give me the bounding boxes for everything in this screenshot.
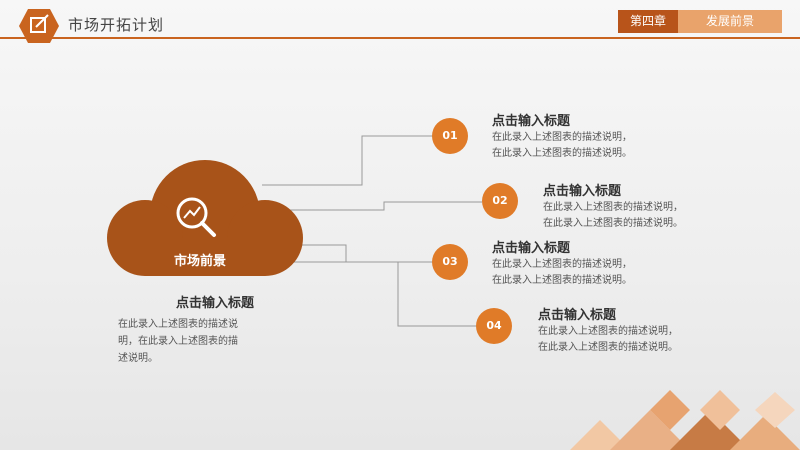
item-title: 点击输入标题 [543, 184, 622, 199]
item-desc-line: 在此录入上述图表的描述说明， [543, 202, 683, 213]
cloud-shape [107, 160, 303, 276]
search-chart-icon [176, 197, 216, 237]
tab-section[interactable]: 发展前景 [678, 10, 782, 33]
item-desc-line: 在此录入上述图表的描述说明。 [538, 342, 678, 353]
item-desc-line: 在此录入上述图表的描述说明， [492, 259, 632, 270]
item-desc: 在此录入上述图表的描述说明， 在此录入上述图表的描述说明。 [538, 324, 678, 356]
left-desc-line: 在此录入上述图表的描述说 [118, 319, 238, 330]
item-title: 点击输入标题 [492, 114, 571, 129]
item-desc-line: 在此录入上述图表的描述说明。 [492, 275, 632, 286]
item-desc-line: 在此录入上述图表的描述说明， [492, 132, 632, 143]
left-desc-line: 述说明。 [118, 353, 158, 364]
item-desc-line: 在此录入上述图表的描述说明。 [543, 218, 683, 229]
item-desc-line: 在此录入上述图表的描述说明。 [492, 148, 632, 159]
item-number-badge: 01 [432, 118, 468, 154]
item-desc: 在此录入上述图表的描述说明， 在此录入上述图表的描述说明。 [492, 130, 632, 162]
item-title: 点击输入标题 [538, 308, 617, 323]
decorative-diamonds [570, 390, 800, 450]
cloud-label: 市场前景 [173, 254, 226, 269]
page-title: 市场开拓计划 [68, 16, 165, 34]
item-desc: 在此录入上述图表的描述说明， 在此录入上述图表的描述说明。 [543, 200, 683, 232]
item-number-badge: 04 [476, 308, 512, 344]
left-desc: 在此录入上述图表的描述说 明，在此录入上述图表的描 述说明。 [118, 316, 278, 367]
header-divider [0, 37, 800, 39]
edit-icon [19, 9, 59, 43]
item-desc-line: 在此录入上述图表的描述说明， [538, 326, 678, 337]
item-desc: 在此录入上述图表的描述说明， 在此录入上述图表的描述说明。 [492, 257, 632, 289]
item-number-badge: 03 [432, 244, 468, 280]
tab-chapter[interactable]: 第四章 [618, 10, 678, 33]
item-title: 点击输入标题 [492, 241, 571, 256]
left-desc-line: 明，在此录入上述图表的描 [118, 336, 238, 347]
item-number-badge: 02 [482, 183, 518, 219]
left-title: 点击输入标题 [175, 296, 254, 311]
